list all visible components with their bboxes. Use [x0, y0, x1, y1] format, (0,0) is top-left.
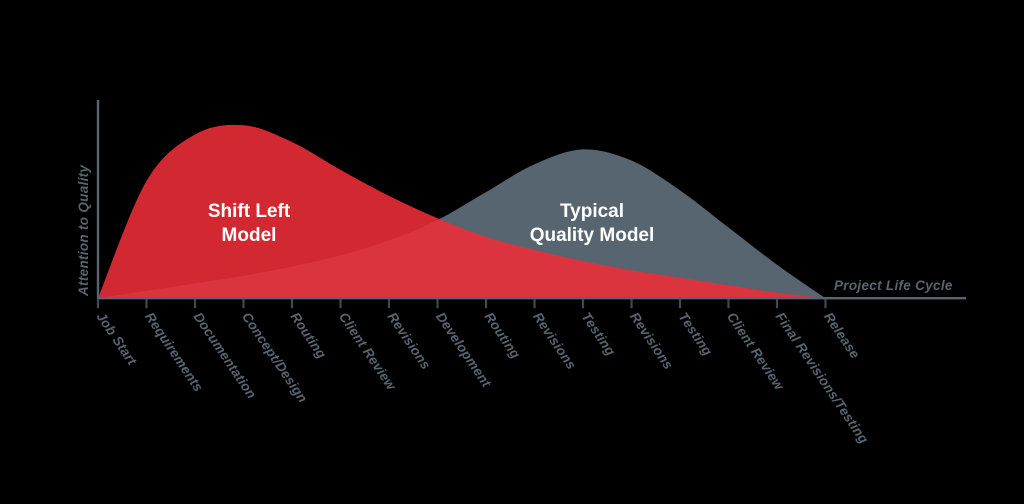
typical-quality-model-annotation: Typical Quality Model: [530, 201, 655, 246]
x-axis-tick-label: Routing: [482, 309, 524, 361]
x-axis-tick-label: Routing: [288, 309, 330, 361]
shift-left-model-path: [98, 124, 826, 299]
x-axis-tick-label: Job Start: [94, 309, 140, 368]
x-axis-tick-label: Final Revisions/Testing: [773, 309, 872, 446]
x-axis-title: Project Life Cycle: [834, 278, 953, 293]
x-axis-tick-marks: [96, 299, 827, 309]
shift-left-model-area: [98, 124, 826, 299]
x-axis-tick-label: Testing: [676, 309, 716, 358]
y-axis-title: Attention to Quality: [76, 164, 91, 297]
typical-label-line2: Quality Model: [530, 225, 655, 246]
shift-left-model-annotation: Shift Left Model: [208, 201, 291, 246]
x-axis-tick-label: Revisions: [627, 309, 676, 372]
shift-left-label-line1: Shift Left: [208, 201, 291, 222]
x-axis-tick-label: Revisions: [385, 309, 434, 372]
x-axis-tick-label: Testing: [579, 309, 619, 358]
x-axis-tick-label: Release: [821, 309, 863, 361]
x-axis-tick-label: Revisions: [530, 309, 579, 372]
typical-label-line1: Typical: [560, 201, 624, 222]
shift-left-label-line2: Model: [222, 225, 277, 246]
typical-quality-model-path: [98, 149, 826, 299]
typical-quality-model-area: [98, 149, 826, 299]
